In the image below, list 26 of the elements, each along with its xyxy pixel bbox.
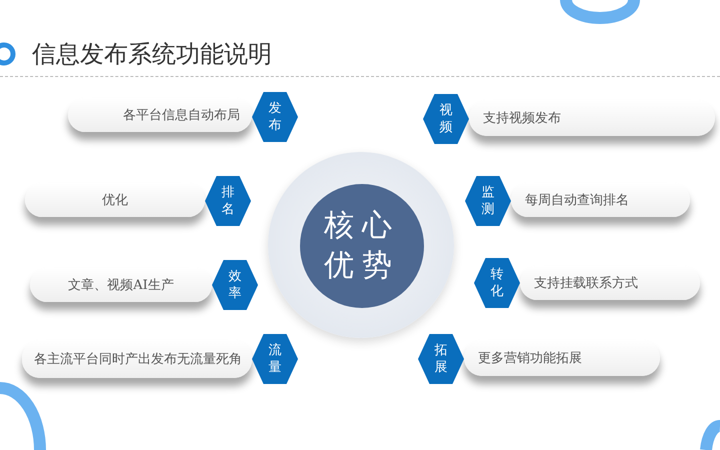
feature-text: 更多营销功能拓展 — [478, 350, 582, 366]
tag-text: 流量 — [268, 342, 282, 376]
feature-text: 支持挂载联系方式 — [534, 276, 638, 290]
page-title: 信息发布系统功能说明 — [32, 39, 272, 70]
feature-text: 文章、视频AI生产 — [68, 278, 174, 292]
tag-text: 监测 — [481, 184, 495, 218]
tag-text: 排名 — [221, 184, 235, 218]
feature-text: 支持视频发布 — [483, 110, 561, 126]
feature-pill — [68, 98, 252, 132]
feature-text: 优化 — [102, 192, 128, 208]
feature-text: 各主流平台同时产出发布无流量死角 — [34, 352, 242, 366]
tag-text: 转化 — [490, 266, 504, 300]
tag-text: 拓展 — [434, 342, 448, 376]
feature-pill — [520, 266, 700, 300]
feature-pill — [464, 340, 660, 376]
feature-text: 各平台信息自动布局 — [123, 108, 240, 122]
core-text: 核心优势 — [324, 207, 400, 285]
feature-text: 每周自动查询排名 — [525, 192, 629, 208]
feature-pill — [511, 183, 690, 217]
feature-pill — [30, 268, 212, 302]
feature-pill — [22, 340, 252, 378]
feature-pill — [25, 183, 205, 217]
tag-text: 视频 — [439, 102, 453, 136]
tag-text: 效率 — [228, 268, 242, 302]
feature-pill — [469, 100, 715, 136]
tag-text: 发布 — [268, 100, 282, 134]
